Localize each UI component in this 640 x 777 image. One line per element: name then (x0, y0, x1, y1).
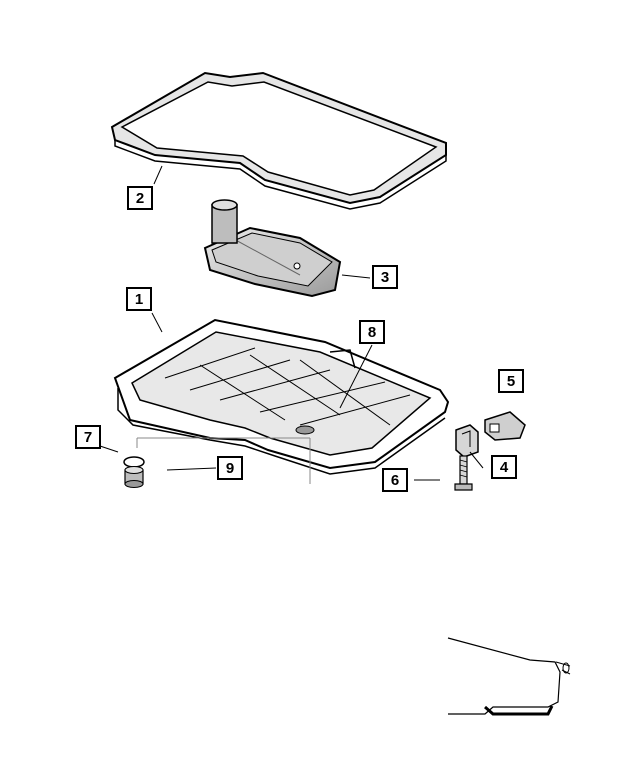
locator-thumbnail (447, 637, 571, 716)
callout-3: 3 (372, 265, 398, 289)
callout-8: 8 (359, 320, 385, 344)
callout-7: 7 (75, 425, 101, 449)
oil-pan-part (113, 318, 450, 475)
kit-bracket (136, 437, 311, 484)
callout-6: 6 (382, 468, 408, 492)
nut-part (455, 424, 479, 458)
bolt-part (454, 455, 473, 491)
gasket-part (110, 71, 447, 210)
clip-part (484, 411, 526, 441)
callout-4: 4 (491, 455, 517, 479)
callout-1: 1 (126, 287, 152, 311)
callout-5: 5 (498, 369, 524, 393)
callout-9: 9 (217, 456, 243, 480)
drain-plug-part (123, 456, 145, 488)
callout-2: 2 (127, 186, 153, 210)
filter-part (203, 199, 342, 298)
leader-lines (99, 165, 484, 481)
